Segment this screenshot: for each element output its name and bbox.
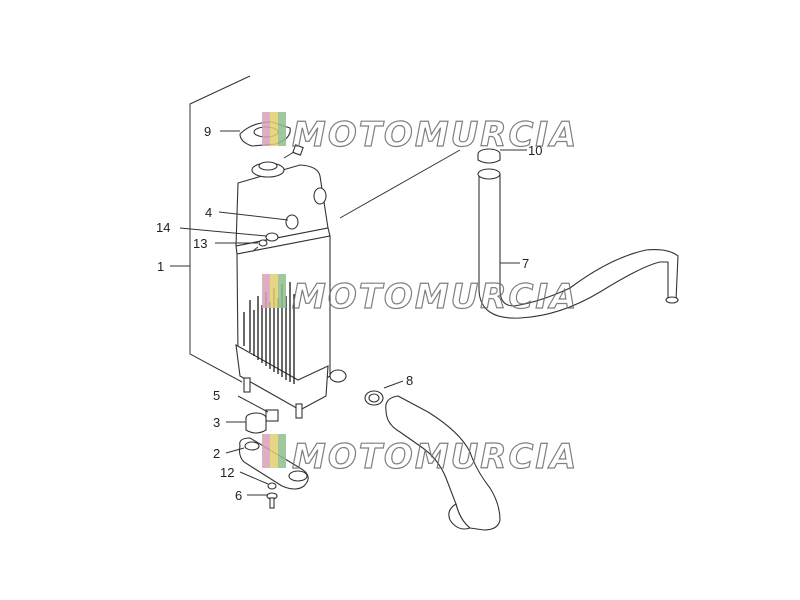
callout-10: 10 [528, 143, 542, 158]
callout-1: 1 [157, 259, 164, 274]
watermark-logo-stripe-pink [262, 112, 270, 146]
watermark-logo-stripe-green [278, 274, 286, 308]
watermark-top: MOTOMURCIA [262, 112, 578, 156]
callout-8: 8 [406, 373, 413, 388]
drain-screw [253, 239, 268, 251]
callout-4: 4 [205, 205, 212, 220]
callout-14: 14 [156, 220, 170, 235]
callout-5: 5 [213, 388, 220, 403]
watermark-text: MOTOMURCIA [292, 115, 578, 155]
watermark-middle: MOTOMURCIA [262, 274, 578, 318]
small-washer [267, 482, 277, 490]
leader-lines [179, 130, 527, 496]
watermark-logo-stripe-yellow [270, 434, 278, 468]
watermark-logo-stripe-pink [262, 434, 270, 468]
watermark-logo-stripe-green [278, 434, 286, 468]
callout-labels: 9 10 4 14 13 1 7 8 5 3 2 12 6 [156, 124, 542, 503]
upper-hose-clamp [477, 148, 501, 164]
callout-3: 3 [213, 415, 220, 430]
watermark-text: MOTOMURCIA [292, 277, 578, 317]
watermark-text: MOTOMURCIA [292, 437, 578, 477]
bracket-screw [266, 492, 278, 509]
callout-9: 9 [204, 124, 211, 139]
watermark-logo-stripe-yellow [270, 274, 278, 308]
watermark-logo-stripe-green [278, 112, 286, 146]
sealing-washer [265, 232, 279, 242]
lower-hose-clamp [364, 390, 384, 406]
watermark-logo-stripe-yellow [270, 112, 278, 146]
callout-7: 7 [522, 256, 529, 271]
watermark-logo-stripe-pink [262, 274, 270, 308]
callout-12: 12 [220, 465, 234, 480]
bleed-screw [285, 214, 299, 230]
callout-6: 6 [235, 488, 242, 503]
radiator-core-fins [243, 282, 295, 384]
watermark-bottom: MOTOMURCIA [262, 434, 578, 478]
rubber-bushing [245, 412, 267, 434]
callout-2: 2 [213, 446, 220, 461]
lower-coolant-hose [385, 395, 501, 531]
hose-clip-small [283, 144, 304, 159]
mounting-nut [265, 409, 279, 422]
radiator-body [235, 161, 347, 419]
upper-coolant-hose [477, 168, 679, 319]
callout-13: 13 [193, 236, 207, 251]
